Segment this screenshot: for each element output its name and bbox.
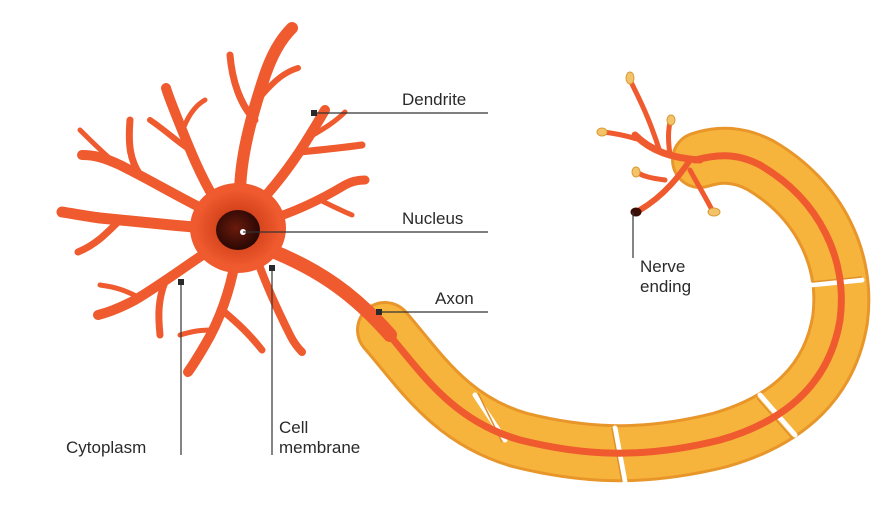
nucleus [216,210,260,250]
label-nucleus: Nucleus [402,209,464,228]
label-cytoplasm: Cytoplasm [66,438,147,457]
label-cell-membrane-line1: Cell [279,418,309,437]
dendrites [56,22,370,377]
terminal-bulbs [596,71,721,217]
label-nerve-ending-line2: ending [640,277,692,296]
label-cell-membrane-line2: membrane [279,438,361,457]
leader-lines [180,112,634,455]
label-dendrite: Dendrite [402,90,467,109]
label-nerve-ending-line1: Nerve [640,257,686,276]
label-axon: Axon [435,289,474,308]
myelin-sheath [356,126,871,485]
